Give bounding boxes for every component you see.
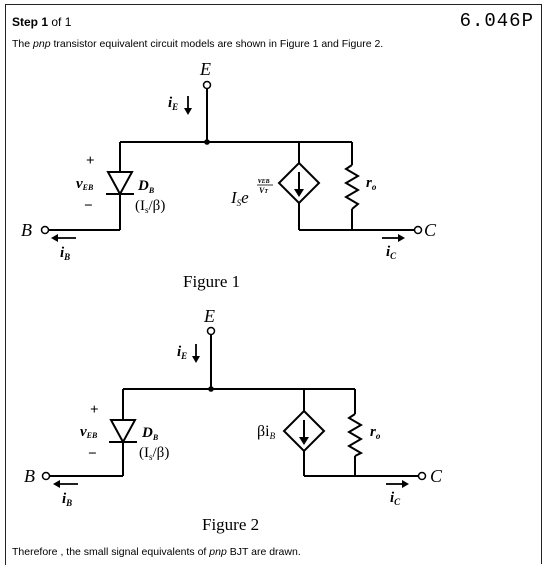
terminal-b (42, 227, 49, 234)
label-plus: + (86, 153, 95, 169)
label-source-e: e (241, 188, 249, 207)
label-exp-num-sub: EB (261, 179, 270, 185)
label-c: C (424, 220, 437, 240)
label-diode-sub: B (152, 433, 159, 442)
label-c: C (430, 466, 443, 486)
source-arrow-head-icon (299, 437, 309, 445)
label-ie: iE (177, 344, 187, 361)
conclusion-text-start: Therefore , the small signal equivalents… (12, 546, 209, 558)
ib-arrow-head-icon (53, 480, 60, 488)
label-ic: iC (390, 490, 401, 507)
conclusion-text: Therefore , the small signal equivalents… (12, 546, 301, 558)
junction-dot (204, 139, 210, 145)
label-source-beta-sub: B (270, 431, 276, 441)
terminal-e (208, 328, 215, 335)
terminal-c (419, 473, 426, 480)
label-e: E (199, 59, 211, 79)
ib-arrow-head-icon (51, 234, 58, 242)
terminal-e (204, 82, 211, 89)
junction-dot (208, 386, 214, 392)
label-exp-den-sub: T (264, 189, 268, 195)
label-b: B (24, 466, 35, 486)
diode-symbol (108, 172, 132, 194)
resistor-ro (346, 165, 358, 209)
label-source: ISe (230, 188, 249, 208)
ie-arrow-head-icon (184, 108, 192, 115)
label-ib-sub: B (65, 498, 72, 508)
label-diode-sub: B (148, 186, 155, 195)
label-veb: vEB (76, 176, 94, 192)
label-veb-sub: EB (86, 431, 98, 440)
label-minus: − (88, 446, 97, 462)
label-diode-value: (Is/β) (135, 198, 165, 215)
label-diode-value: (Is/β) (139, 445, 169, 462)
label-ro-sub: o (372, 182, 377, 192)
conclusion-text-end: BJT are drawn. (227, 546, 301, 558)
terminal-c (415, 227, 422, 234)
label-e: E (203, 306, 215, 326)
figure-2-caption: Figure 2 (202, 515, 259, 534)
ic-arrow-head-icon (398, 234, 405, 242)
terminal-b (43, 473, 50, 480)
label-ie-sub: E (180, 351, 187, 361)
label-veb-sub: EB (82, 183, 94, 192)
diode-symbol (111, 420, 135, 442)
label-plus: + (90, 402, 99, 418)
label-diode-value-end: /β) (149, 198, 166, 214)
label-diode: DB (137, 178, 155, 195)
label-source-beta: βi (257, 423, 270, 440)
label-ib: iB (62, 491, 72, 508)
resistor-ro (349, 414, 361, 456)
label-minus: − (84, 198, 93, 214)
figure-2-circuit: E iE B iB C iC + vEB − DB (Is/β) βiB ro … (0, 300, 544, 545)
label-exp-den: VT (259, 186, 268, 195)
label-ib-sub: B (63, 252, 70, 262)
label-ro: ro (366, 175, 377, 192)
source-arrow-head-icon (294, 189, 304, 197)
label-diode-value-main: (I (135, 198, 145, 214)
label-source: βiB (257, 423, 276, 441)
label-exp-num: vEB (258, 176, 270, 185)
label-diode-main: D (137, 178, 149, 194)
label-diode-value-end: /β) (153, 445, 170, 461)
label-diode: DB (141, 425, 159, 442)
ic-arrow-head-icon (402, 480, 409, 488)
label-ro: ro (370, 424, 381, 441)
label-b: B (21, 220, 32, 240)
figure-1-circuit: E iE B iB C iC + vEB − DB (Is/β) ISe vEB… (0, 0, 544, 300)
label-ic: iC (386, 244, 397, 261)
label-ie-sub: E (171, 102, 178, 112)
label-diode-main: D (141, 425, 153, 441)
ie-arrow-head-icon (192, 356, 200, 363)
conclusion-text-em: pnp (209, 546, 227, 558)
label-ic-sub: C (394, 497, 401, 507)
label-ie: iE (168, 95, 178, 112)
label-ic-sub: C (390, 251, 397, 261)
figure-1-caption: Figure 1 (183, 272, 240, 291)
label-diode-value-main: (I (139, 445, 149, 461)
label-ro-sub: o (376, 431, 381, 441)
label-veb: vEB (80, 424, 98, 440)
label-ib: iB (60, 245, 70, 262)
